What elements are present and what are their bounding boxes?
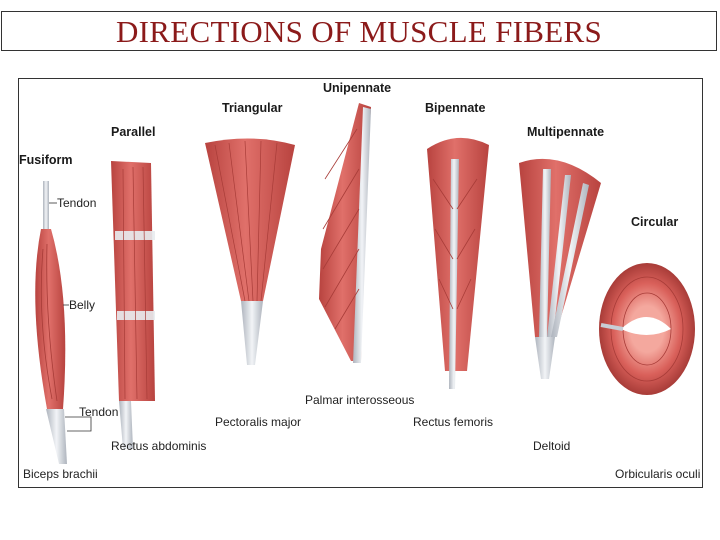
label-multipennate: Multipennate [527,125,605,139]
label-deltoid: Deltoid [533,439,571,453]
parallel-muscle [111,161,155,449]
pointer-lines [49,202,92,432]
label-fusiform: Fusiform [19,153,73,167]
unipennate-muscle [319,103,371,363]
muscle-diagram: Fusiform Parallel Triangular Unipennate … [18,78,703,488]
title-box: DIRECTIONS OF MUSCLE FIBERS [1,11,717,51]
label-triangular: Triangular [222,101,283,115]
label-rectus-abdominis: Rectus abdominis [111,439,207,453]
fusiform-muscle [35,181,67,464]
triangular-muscle [205,138,295,365]
page-title: DIRECTIONS OF MUSCLE FIBERS [115,14,603,49]
circular-muscle [599,263,695,395]
label-bipennate: Bipennate [425,101,486,115]
label-orbicularis-oculi: Orbicularis oculi [615,467,701,481]
label-parallel: Parallel [111,125,156,139]
label-rectus-femoris: Rectus femoris [413,415,494,429]
label-tendon-bottom: Tendon [79,405,119,419]
label-tendon-top: Tendon [57,196,97,210]
muscle-illustration [35,103,695,464]
label-pectoralis-major: Pectoralis major [215,415,302,429]
label-belly: Belly [69,298,96,312]
bipennate-muscle [427,137,489,389]
multipennate-muscle [519,158,601,379]
label-circular: Circular [631,215,679,229]
label-biceps-brachii: Biceps brachii [23,467,98,481]
label-palmar-interosseous: Palmar interosseous [305,393,415,407]
label-unipennate: Unipennate [323,81,392,95]
